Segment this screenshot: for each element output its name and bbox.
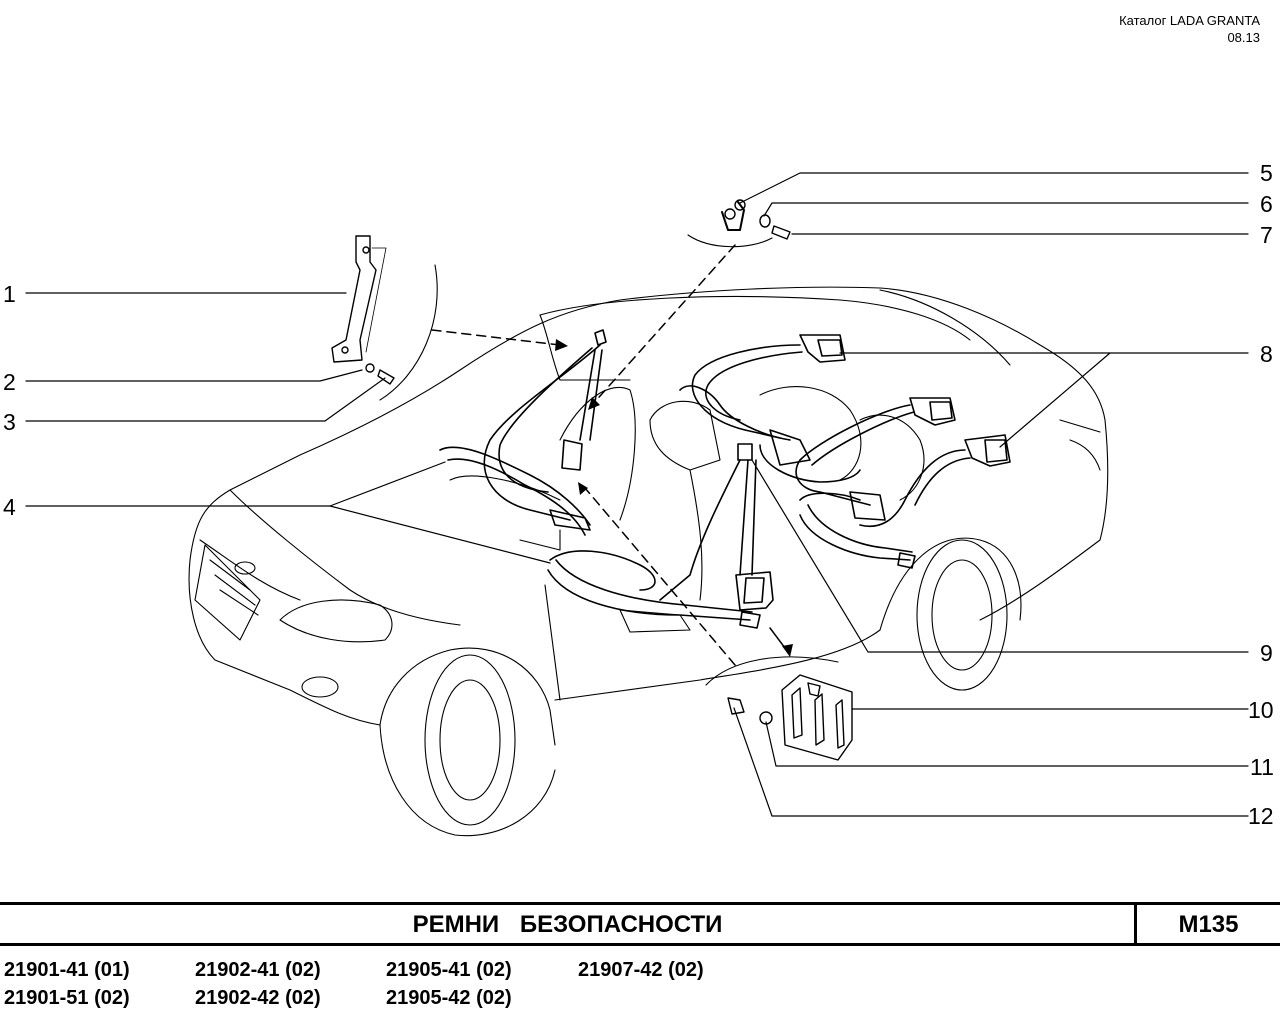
- catalog-date: 08.13: [1227, 30, 1260, 45]
- callout-leaders: [25, 172, 1249, 817]
- center-belt-assembly: [659, 443, 774, 611]
- assembly-arrows: [431, 244, 736, 666]
- bolt-part-3: [377, 369, 395, 385]
- callout-4: 4: [3, 494, 16, 520]
- front-belt-assembly: [439, 329, 761, 629]
- section-code: M135: [1178, 911, 1239, 938]
- callout-6: 6: [1260, 191, 1273, 217]
- model-code: 21902-41 (02): [195, 959, 321, 981]
- callout-10: 10: [1248, 697, 1274, 723]
- callout-3: 3: [3, 409, 16, 435]
- bolt-part-12: [727, 697, 745, 715]
- car-body: [188, 286, 1109, 837]
- detail-arcs: [379, 234, 839, 686]
- model-code: 21902-42 (02): [195, 987, 321, 1009]
- seat-belt-diagram: [25, 172, 1249, 837]
- callout-12: 12: [1248, 803, 1274, 829]
- model-code: 21901-41 (01): [4, 959, 130, 981]
- model-code: 21905-42 (02): [386, 987, 512, 1009]
- callout-1: 1: [3, 281, 16, 307]
- callout-9: 9: [1260, 640, 1273, 666]
- section-title: РЕМНИ БЕЗОПАСНОСТИ: [412, 911, 723, 938]
- plate-part-10: [781, 674, 853, 761]
- callout-8: 8: [1260, 341, 1273, 367]
- callout-5: 5: [1260, 160, 1273, 186]
- callout-2: 2: [3, 369, 16, 395]
- footer-title-bar: РЕМНИ БЕЗОПАСНОСТИ M135: [0, 902, 1280, 946]
- bolt-part-7: [771, 225, 791, 240]
- model-code: 21905-41 (02): [386, 959, 512, 981]
- guide-part-5: [721, 199, 746, 231]
- washer-part-2: [365, 363, 375, 373]
- washer-part-6: [759, 214, 771, 228]
- catalog-title: Каталог LADA GRANTA: [1119, 13, 1260, 28]
- model-code: 21907-42 (02): [578, 959, 704, 981]
- rear-belt-assemblies: [679, 334, 1011, 569]
- model-code: 21901-51 (02): [4, 987, 130, 1009]
- footer-divider: [1134, 905, 1137, 943]
- bracket-part-1: [331, 235, 387, 363]
- callout-7: 7: [1260, 222, 1273, 248]
- callout-11: 11: [1250, 754, 1274, 780]
